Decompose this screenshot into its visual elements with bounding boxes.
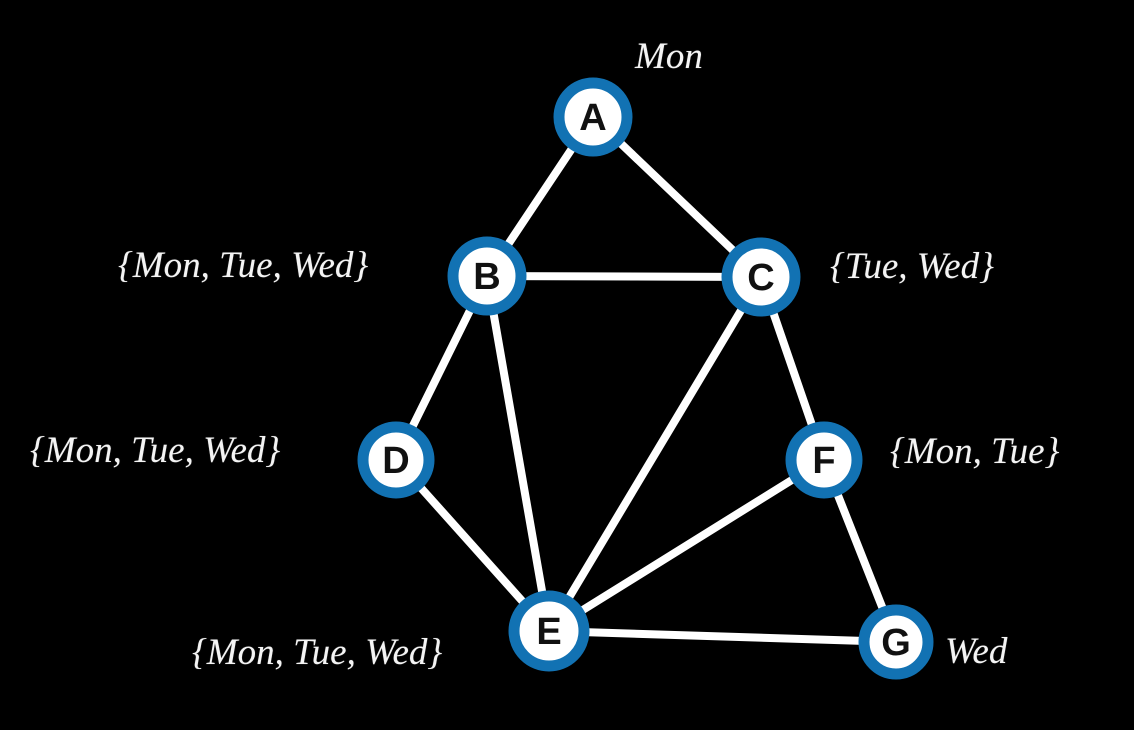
- node-circle-d: [357, 421, 435, 499]
- nodes-layer: A B C D E F G: [357, 77, 934, 680]
- node-circle-c: [721, 237, 801, 317]
- edges-layer: [392, 113, 900, 646]
- graph-edge-b-e: [483, 272, 553, 635]
- node-circle-a: [553, 77, 633, 157]
- graph-node-e[interactable]: E: [508, 590, 590, 672]
- domain-label-f: {Mon, Tue}: [890, 431, 1060, 472]
- domain-label-c: {Tue, Wed}: [830, 246, 994, 287]
- graph-node-g[interactable]: G: [858, 604, 934, 680]
- node-circle-f: [785, 421, 863, 499]
- graph-node-f[interactable]: F: [785, 421, 863, 499]
- node-circle-b: [447, 236, 527, 316]
- graph-edge-e-f: [545, 456, 828, 635]
- node-label-g: G: [881, 622, 911, 664]
- graph-edge-c-e: [545, 273, 765, 635]
- node-circle-e: [508, 590, 590, 672]
- graph-node-d[interactable]: D: [357, 421, 435, 499]
- domain-label-g: Wed: [945, 631, 1008, 672]
- node-circle-g: [858, 604, 934, 680]
- domain-label-e: {Mon, Tue, Wed}: [192, 632, 443, 673]
- domain-label-b: {Mon, Tue, Wed}: [118, 245, 369, 286]
- graph-node-b[interactable]: B: [447, 236, 527, 316]
- node-label-a: A: [579, 97, 606, 139]
- graph-edge-e-g: [545, 627, 900, 646]
- graph-edge-b-c: [483, 272, 765, 281]
- node-label-b: B: [473, 256, 500, 298]
- domain-label-a: Mon: [635, 36, 703, 77]
- node-label-d: D: [382, 440, 409, 482]
- node-label-c: C: [747, 257, 774, 299]
- node-label-e: E: [536, 611, 561, 653]
- domain-label-d: {Mon, Tue, Wed}: [30, 430, 281, 471]
- graph-node-a[interactable]: A: [553, 77, 633, 157]
- graph-node-c[interactable]: C: [721, 237, 801, 317]
- node-label-f: F: [812, 440, 835, 482]
